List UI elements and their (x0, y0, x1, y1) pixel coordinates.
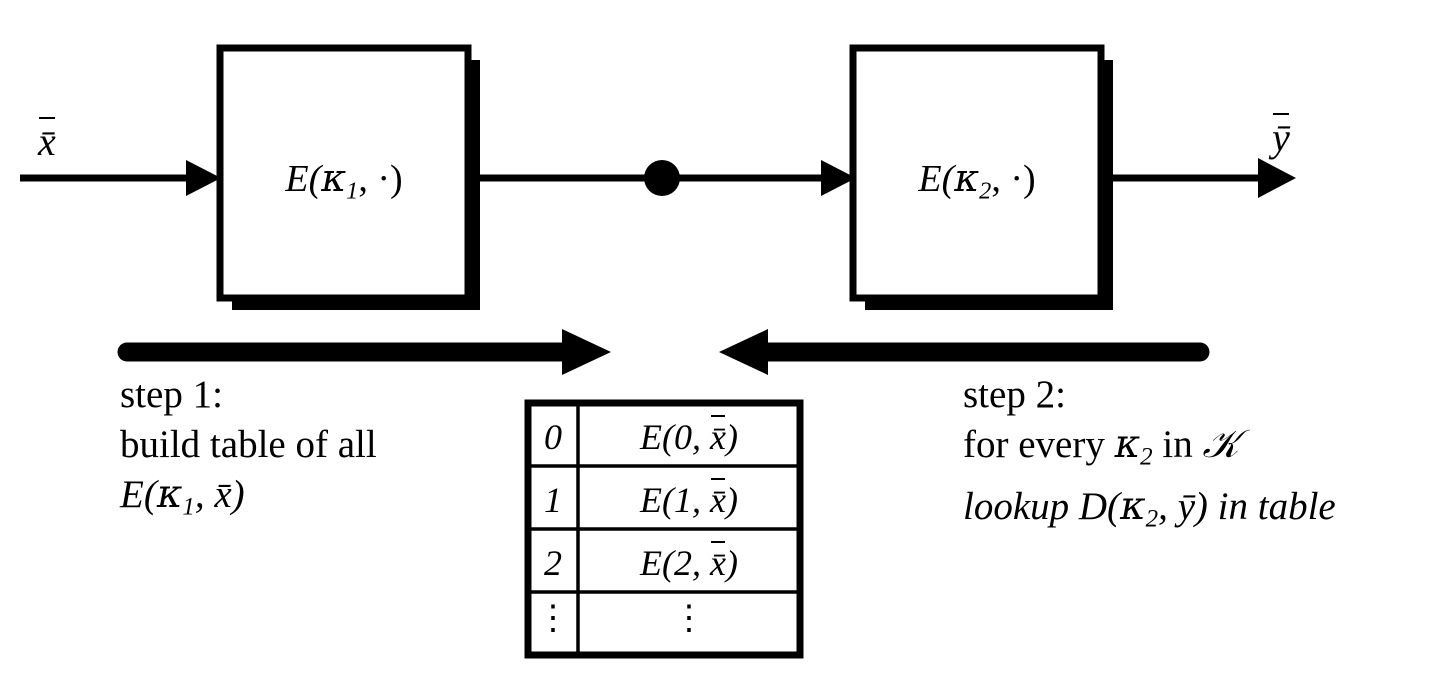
table-row-3-value: ⋮ (672, 600, 706, 637)
step1-math-key: κ (156, 472, 183, 517)
step1-arrow (117, 329, 611, 375)
step1-line-1: step 1: (120, 373, 223, 416)
step2-lookup-key: κ (1120, 484, 1146, 530)
middle-arrowhead (821, 160, 856, 196)
box1-label-key: κ (321, 156, 347, 200)
step2-lookup-prefix: lookup D( (963, 485, 1121, 529)
table-row-0-value: E(0, x̄) (578, 414, 800, 458)
row0-value-prefix: E(0, (640, 417, 710, 457)
step1-caption: step 1: build table of all E(κ1, x̄) (120, 370, 377, 532)
row1-value-prefix: E(1, (640, 480, 710, 520)
box2-label-prefix: E( (918, 158, 955, 200)
step2-lookup-suffix: , ȳ) in table (1158, 485, 1336, 529)
step2-lookup-subscript: 2 (1145, 505, 1159, 533)
step2-for-suffix: in (1152, 423, 1203, 466)
step2-caption: step 2: for every κ2 in 𝒦 lookup D(κ2, y… (963, 370, 1336, 545)
row1-value-suffix: ) (725, 480, 738, 520)
step2-arrow (719, 329, 1210, 375)
step2-for-prefix: for every (963, 423, 1115, 466)
table-row-2-value: E(2, x̄) (578, 540, 800, 584)
step2-for-key: κ (1114, 422, 1141, 467)
step2-for-subscript: 2 (1140, 443, 1153, 471)
step1-line-3: E(κ1, x̄) (120, 470, 377, 532)
box1-label-suffix: , ·) (358, 158, 403, 200)
step2-line-3: lookup D(κ2, ȳ) in table (963, 482, 1336, 544)
row0-value-bar: x̄ (710, 414, 726, 457)
step1-math-prefix: E( (120, 473, 157, 516)
step1-math-subscript: 1 (182, 493, 195, 521)
step1-math-suffix: , x̄) (194, 473, 245, 516)
box2-label-subscript: 2 (979, 177, 992, 205)
input-label: x̄ (38, 116, 56, 164)
table-row-2-key: 2 (544, 543, 562, 583)
input-arrowhead (186, 160, 221, 196)
table-row-1-key: 1 (544, 480, 562, 520)
row1-value-bar: x̄ (710, 477, 726, 520)
lookup-table-frame (524, 399, 804, 659)
row2-value-bar: x̄ (710, 540, 726, 583)
second-encryption-box-label: E(κ2, ·) (853, 156, 1101, 205)
second-encryption-box (849, 44, 1105, 302)
box1-label-prefix: E( (285, 158, 322, 200)
junction-dot (644, 160, 680, 196)
output-label: ȳ (1272, 112, 1290, 160)
first-encryption-box (216, 44, 472, 302)
output-arrowhead (1258, 158, 1296, 198)
table-row-0-key: 0 (544, 417, 562, 457)
step1-line-2: build table of all (120, 423, 377, 466)
box2-label-suffix: , ·) (991, 158, 1036, 200)
table-row-3-key: ⋮ (536, 600, 570, 637)
step2-line-1: step 2: (963, 373, 1066, 416)
table-row-1-value: E(1, x̄) (578, 477, 800, 521)
row2-value-suffix: ) (725, 543, 738, 583)
box2-label-key: κ (954, 156, 980, 200)
keyspace-symbol: 𝒦 (1202, 422, 1239, 467)
box1-label-subscript: 1 (346, 177, 359, 205)
row0-value-suffix: ) (725, 417, 738, 457)
step2-line-2: for every κ2 in 𝒦 (963, 420, 1336, 482)
row2-value-prefix: E(2, (640, 543, 710, 583)
first-encryption-box-label: E(κ1, ·) (220, 156, 468, 205)
